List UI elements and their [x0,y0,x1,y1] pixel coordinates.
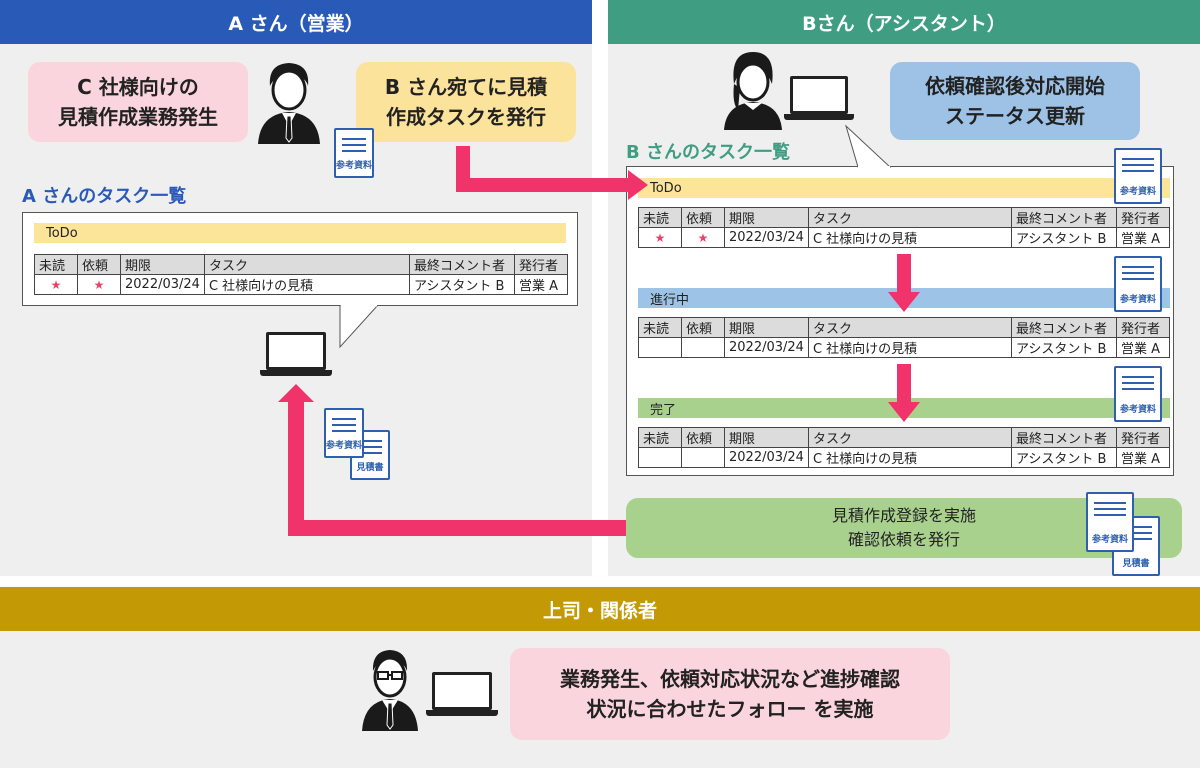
col-request: 依頼 [681,317,725,338]
cell-deadline: 2022/03/24 [724,337,809,358]
reference-document-icon: 参考資料 [334,128,374,178]
task-table-a: 未読 依頼 期限 タスク 最終コメント者 発行者 ★ ★ 2022/03/24 … [34,254,568,295]
arrow-todo-to-progress [888,254,920,312]
cell-last-commenter: アシスタント B [1010,447,1117,468]
table-row[interactable]: 2022/03/24 C 社様向けの見積 アシスタント B 営業 A [638,447,1170,468]
speech-tail-b [845,124,892,168]
col-issuer: 発行者 [1115,427,1170,448]
col-issuer: 発行者 [1115,207,1170,228]
arrow-b-to-a [278,384,626,536]
col-deadline: 期限 [120,254,205,275]
col-task: タスク [807,207,1012,228]
bubble-progress-check: 業務発生、依頼対応状況など進捗確認 状況に合わせたフォロー を実施 [510,648,950,740]
reference-document-icon: 参考資料 [1114,366,1162,422]
arrow-a-to-b [456,146,648,200]
col-last-commenter: 最終コメント者 [1010,317,1117,338]
cell-request [681,337,725,358]
task-table-in-progress: 未読 依頼 期限 タスク 最終コメント者 発行者 2022/03/24 C 社様… [638,317,1170,358]
bubble-issue-task: B さん宛てに見積 作成タスクを発行 [356,62,576,142]
panel-b-header: Bさん（アシスタント） [608,0,1200,44]
reference-document-icon: 参考資料 [1114,256,1162,312]
todo-band-b: ToDo [638,178,1170,198]
cell-last-commenter: アシスタント B [1010,227,1117,248]
arrow-progress-to-done [888,364,920,422]
task-list-title-a: A さんのタスク一覧 [22,186,187,207]
panel-c-header: 上司・関係者 [0,587,1200,631]
table-row[interactable]: ★ ★ 2022/03/24 C 社様向けの見積 アシスタント B 営業 A [34,274,568,295]
reference-document-icon: 参考資料 [1086,492,1134,552]
col-deadline: 期限 [724,317,809,338]
cell-issuer: 営業 A [513,274,568,295]
cell-task: C 社様向けの見積 [807,227,1012,248]
request-star-icon: ★ [681,227,725,248]
reference-document-icon: 参考資料 [1114,148,1162,204]
bubble-task-occurred: C 社様向けの 見積作成業務発生 [28,62,248,142]
unread-star-icon: ★ [638,227,682,248]
speech-tail-a [339,305,379,349]
cell-task: C 社様向けの見積 [807,337,1012,358]
cell-last-commenter: アシスタント B [408,274,515,295]
col-issuer: 発行者 [1115,317,1170,338]
col-request: 依頼 [681,427,725,448]
cell-task: C 社様向けの見積 [807,447,1012,468]
salesperson-icon [258,63,320,144]
cell-issuer: 営業 A [1115,447,1170,468]
reference-document-icon: 参考資料 [324,408,364,458]
cell-deadline: 2022/03/24 [120,274,205,295]
cell-issuer: 営業 A [1115,227,1170,248]
cell-task: C 社様向けの見積 [203,274,410,295]
request-star-icon: ★ [77,274,121,295]
panel-a-header: A さん（営業） [0,0,592,44]
task-list-title-b: B さんのタスク一覧 [626,142,790,163]
table-row[interactable]: 2022/03/24 C 社様向けの見積 アシスタント B 営業 A [638,337,1170,358]
col-task: タスク [807,317,1012,338]
col-issuer: 発行者 [513,254,568,275]
todo-band-a: ToDo [34,223,566,243]
col-last-commenter: 最終コメント者 [1010,207,1117,228]
col-unread: 未読 [34,254,78,275]
col-request: 依頼 [681,207,725,228]
bubble-status-update: 依頼確認後対応開始 ステータス更新 [890,62,1140,140]
col-request: 依頼 [77,254,121,275]
manager-icon [362,650,418,731]
col-last-commenter: 最終コメント者 [1010,427,1117,448]
task-table-done: 未読 依頼 期限 タスク 最終コメント者 発行者 2022/03/24 C 社様… [638,427,1170,468]
table-row[interactable]: ★ ★ 2022/03/24 C 社様向けの見積 アシスタント B 営業 A [638,227,1170,248]
cell-request [681,447,725,468]
cell-deadline: 2022/03/24 [724,227,809,248]
task-table-todo: 未読 依頼 期限 タスク 最終コメント者 発行者 ★ ★ 2022/03/24 … [638,207,1170,248]
cell-issuer: 営業 A [1115,337,1170,358]
cell-last-commenter: アシスタント B [1010,337,1117,358]
assistant-icon [724,52,782,130]
